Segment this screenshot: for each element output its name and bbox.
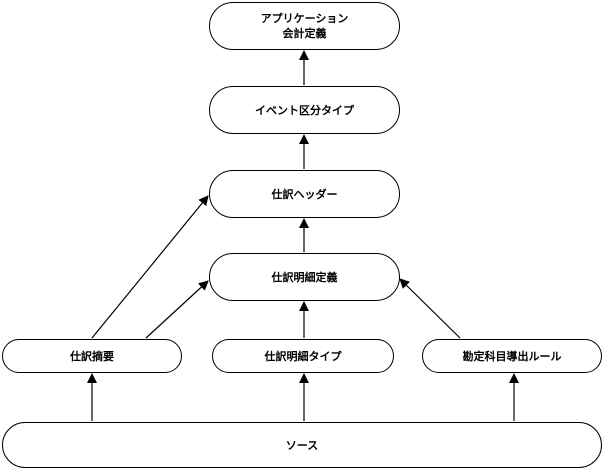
node-label: 仕訳明細定義 [271,270,338,284]
node-account-derivation-rule: 勘定科目導出ルール [422,339,602,373]
node-label: 仕訳明細タイプ [264,349,342,363]
node-label: 仕訳ヘッダー [271,187,338,201]
node-label-line2: 会計定義 [282,27,327,40]
arrow-desc-to-header [91,195,209,339]
arrow-desc-to-linedef [145,280,209,339]
node-source: ソース [2,422,602,468]
node-label: 仕訳摘要 [70,349,114,363]
node-label: 勘定科目導出ルール [462,349,562,363]
node-journal-line-definition: 仕訳明細定義 [209,253,400,301]
node-journal-header: 仕訳ヘッダー [209,170,400,218]
node-journal-description: 仕訳摘要 [2,339,182,373]
node-label: イベント区分タイプ [255,103,354,117]
node-event-class-type: イベント区分タイプ [209,86,400,134]
node-journal-line-type: 仕訳明細タイプ [212,339,394,373]
node-label: ソース [285,438,319,452]
arrow-rule-to-linedef [399,278,461,339]
node-app-accounting-definition: アプリケーション 会計定義 [209,2,400,50]
node-label-line1: アプリケーション [260,12,349,25]
